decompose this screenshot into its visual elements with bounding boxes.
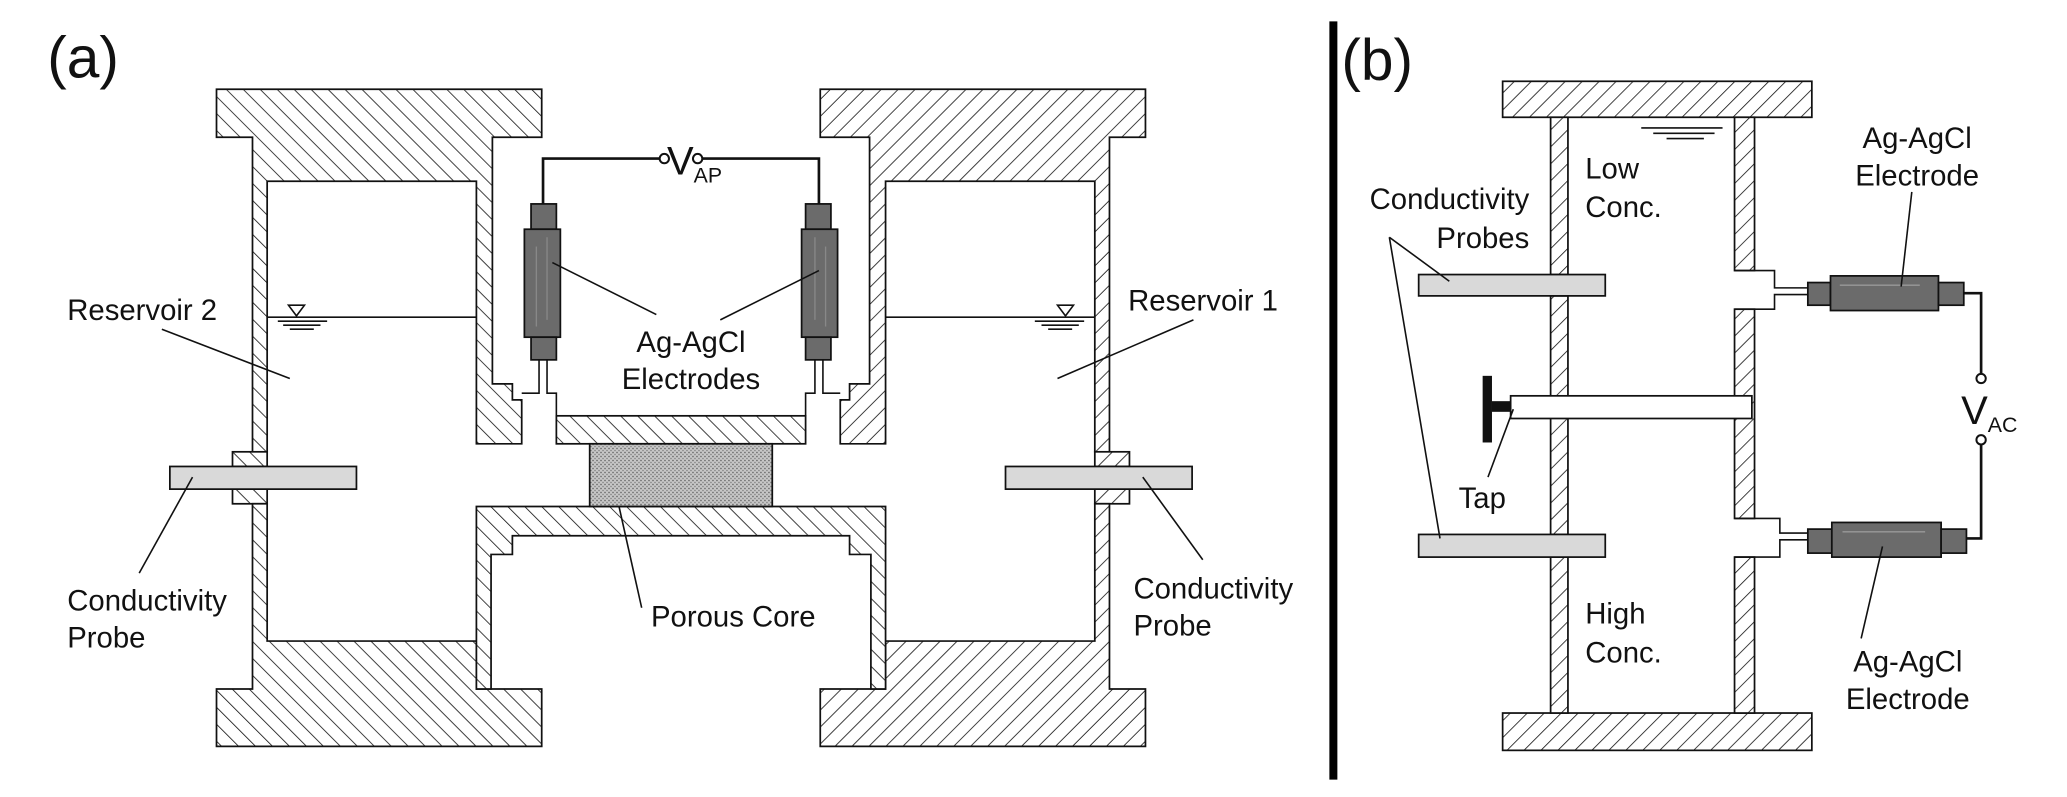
high-conc-line1: High xyxy=(1585,598,1645,631)
tap xyxy=(1482,375,1753,443)
tap-label: Tap xyxy=(1459,482,1506,515)
lower-center-block xyxy=(475,505,887,690)
conductivity-probe-right-line1: Conductivity xyxy=(1133,572,1293,605)
panel-a-label: (a) xyxy=(47,25,119,90)
porous-core-label: Porous Core xyxy=(651,600,816,633)
low-conc-line1: Low xyxy=(1585,153,1640,186)
conductivity-probe-left-line2: Probe xyxy=(67,622,145,655)
porous-core xyxy=(588,442,774,508)
center-plate xyxy=(555,414,807,445)
conductivity-probes-line2: Probes xyxy=(1436,222,1529,255)
electrode-lower xyxy=(1806,521,1968,558)
reservoir-1-label: Reservoir 1 xyxy=(1128,285,1278,318)
electrode-top-line2: Electrode xyxy=(1855,159,1979,192)
electrode-top-line1: Ag-AgCl xyxy=(1863,122,1972,155)
voltage-ac-label: VAC xyxy=(1961,389,2017,437)
electrodes-label-line2: Electrodes xyxy=(622,363,761,396)
voltage-ap-label: VAP xyxy=(667,140,722,188)
probe-lower xyxy=(1417,533,1607,558)
low-conc-line2: Conc. xyxy=(1585,191,1662,224)
electrode-upper xyxy=(1806,275,1965,312)
high-conc-line2: Conc. xyxy=(1585,636,1662,669)
probe-upper xyxy=(1417,273,1607,297)
panel-b-label: (b) xyxy=(1341,28,1413,93)
concentration-cell xyxy=(1501,80,1813,752)
electrodes-label-line1: Ag-AgCl xyxy=(636,326,745,359)
electrode-bottom-line1: Ag-AgCl xyxy=(1853,646,1962,679)
conductivity-probe-right-line2: Probe xyxy=(1133,610,1211,643)
electrode-bottom-line2: Electrode xyxy=(1846,683,1970,716)
reservoir-2-label: Reservoir 2 xyxy=(67,294,217,327)
conductivity-probe-left-line1: Conductivity xyxy=(67,584,227,617)
conductivity-probes-line1: Conductivity xyxy=(1370,183,1530,216)
